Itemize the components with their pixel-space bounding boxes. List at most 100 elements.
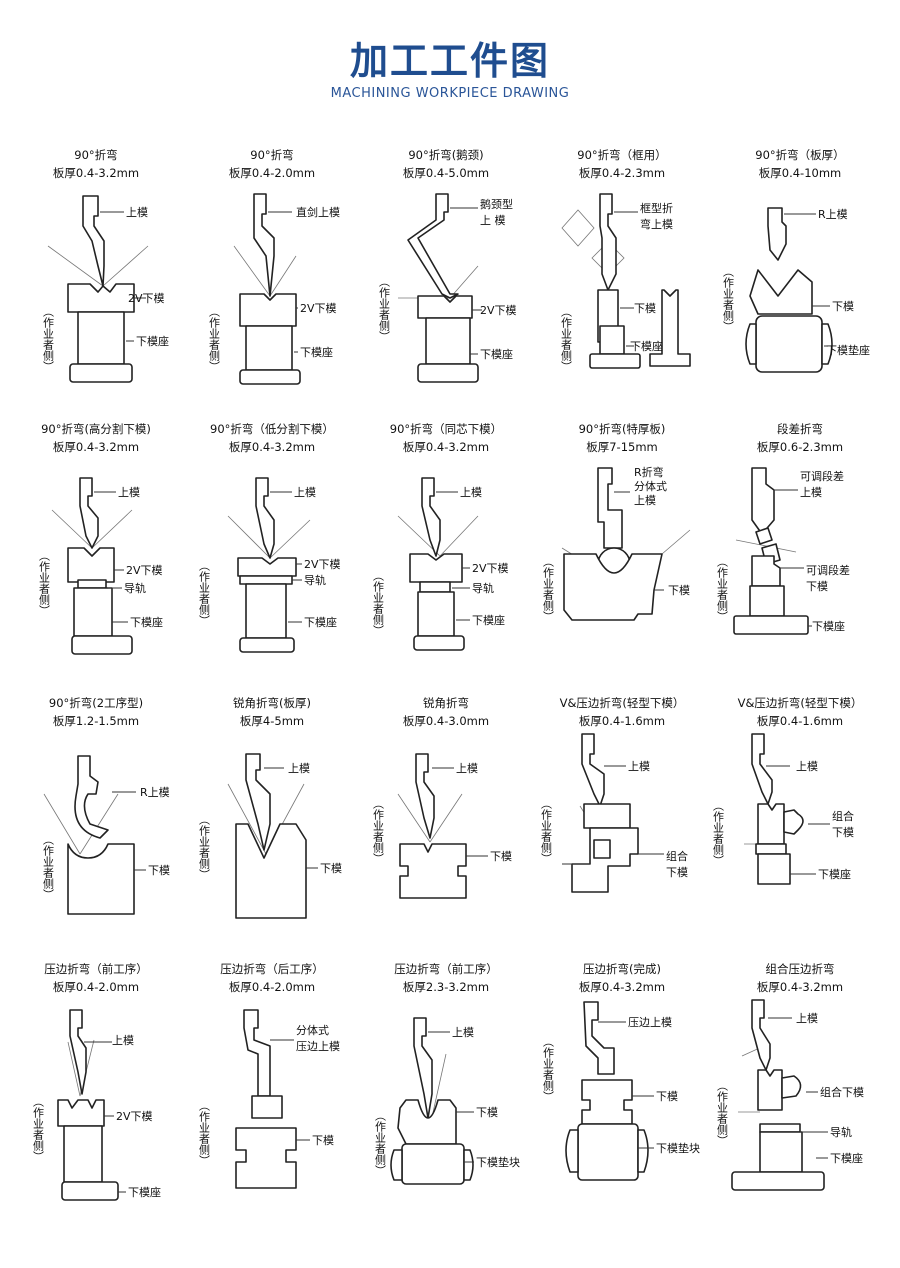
upper-die bbox=[751, 999, 771, 1071]
cell-title: 段差折弯 bbox=[777, 422, 823, 436]
upper-die bbox=[751, 467, 775, 535]
label: 上 模 bbox=[480, 214, 506, 227]
die-holder bbox=[245, 325, 293, 371]
label: R上模 bbox=[140, 786, 170, 799]
diagram-cell-19: 压边折弯(完成)板厚0.4-3.2mm 压边上模 下模 下模垫块 （作业者侧） bbox=[534, 960, 710, 1220]
die-diagram: 上模 组合下模 导轨 下模座 （作业者侧） bbox=[716, 999, 864, 1191]
upper-die bbox=[243, 1009, 271, 1097]
operator-side-label: （作业者侧） bbox=[560, 306, 573, 372]
die-diagram: 分体式 压边上模 下模 （作业者侧） bbox=[198, 1009, 340, 1189]
die-base bbox=[239, 369, 301, 385]
cell-thickness: 板厚0.4-3.2mm bbox=[228, 440, 316, 454]
diagram-cell-9: 90°折弯(特厚板)板厚7-15mm R折弯 分体式 上模 下模 （作业者侧） bbox=[534, 420, 710, 680]
cell-title: 90°折弯(鹅颈) bbox=[408, 148, 484, 162]
cell-title: 90°折弯（板厚） bbox=[755, 148, 845, 162]
label: 下模 bbox=[656, 1090, 678, 1103]
cell-title: 压边折弯（前工序） bbox=[394, 962, 498, 976]
cell-thickness: 板厚0.4-3.2mm bbox=[52, 166, 140, 180]
cell-thickness: 板厚4-5mm bbox=[239, 714, 305, 728]
diagram-cell-6: 90°折弯(高分割下模)板厚0.4-3.2mm 上模 2V下模 导轨 下模座 （… bbox=[8, 420, 184, 680]
cell-thickness: 板厚7-15mm bbox=[586, 440, 658, 454]
die-pad bbox=[577, 1123, 639, 1181]
label: 压边上模 bbox=[296, 1040, 340, 1053]
label: 2V下模 bbox=[304, 558, 341, 571]
label: 导轨 bbox=[472, 581, 494, 595]
diagram-cell-14: V&压边折弯(轻型下模）板厚0.4-1.6mm 上模 组合 下模 （作业者侧） bbox=[534, 694, 710, 954]
upper-die bbox=[407, 193, 459, 299]
die-diagram: 上模 2V下模 导轨 下模座 （作业者侧） bbox=[198, 477, 341, 653]
die-base bbox=[731, 1171, 825, 1191]
cell-thickness: 板厚0.6-2.3mm bbox=[756, 440, 844, 454]
upper-die bbox=[599, 193, 617, 291]
die-holder bbox=[599, 325, 625, 355]
cell-title: V&压边折弯(轻型下模） bbox=[737, 696, 863, 710]
operator-side-label: （作业者侧） bbox=[32, 1096, 45, 1162]
die-diagram: R上模 下模 下模垫座 （作业者侧） bbox=[722, 207, 870, 373]
operator-side-label: （作业者侧） bbox=[42, 834, 55, 900]
diagram-cell-16: 压边折弯（前工序）板厚0.4-2.0mm 上模 2V下模 下模座 （作业者侧） bbox=[8, 960, 184, 1220]
die-holder bbox=[63, 1125, 103, 1183]
lower-die bbox=[749, 269, 813, 315]
diagram-cell-17: 压边折弯（后工序）板厚0.4-2.0mm 分体式 压边上模 下模 （作业者侧） bbox=[184, 960, 360, 1220]
operator-side-label: （作业者侧） bbox=[38, 550, 51, 616]
die-diagram: 上模 2V下模 导轨 下模座 （作业者侧） bbox=[372, 477, 509, 651]
cell-title: 90°折弯（低分割下模） bbox=[210, 422, 334, 436]
lower-die bbox=[563, 553, 663, 621]
upper-die bbox=[767, 207, 787, 261]
label: 下模 bbox=[320, 862, 342, 875]
guide-rail bbox=[239, 575, 293, 585]
upper-die bbox=[69, 1009, 87, 1095]
lower-die bbox=[399, 843, 467, 899]
label: 2V下模 bbox=[480, 304, 517, 317]
label: 框型折 bbox=[640, 201, 673, 215]
cell-title: 锐角折弯(板厚) bbox=[233, 696, 311, 710]
cell-title: 锐角折弯 bbox=[423, 696, 469, 710]
label: 下模座 bbox=[304, 615, 337, 629]
operator-side-label: （作业者侧） bbox=[42, 306, 55, 372]
die-diagram: R上模 下模 （作业者侧） bbox=[42, 755, 170, 915]
die-holder bbox=[749, 585, 785, 617]
label: 下模 bbox=[832, 826, 854, 839]
label: 压边上模 bbox=[628, 1016, 672, 1029]
label: 下模座 bbox=[830, 1151, 863, 1165]
label: 上模 bbox=[796, 1012, 818, 1025]
lower-die-block bbox=[583, 803, 631, 829]
operator-side-label: （作业者侧） bbox=[378, 276, 391, 342]
label: 2V下模 bbox=[128, 292, 165, 305]
die-diagram: 上模 2V下模 下模座 （作业者侧） bbox=[42, 195, 169, 383]
die-base bbox=[239, 637, 295, 653]
die-holder bbox=[245, 583, 287, 639]
label: 下模座 bbox=[136, 334, 169, 348]
label: 下模座 bbox=[128, 1185, 161, 1199]
cell-thickness: 板厚0.4-2.0mm bbox=[228, 166, 316, 180]
cell-thickness: 板厚2.3-3.2mm bbox=[402, 980, 490, 994]
die-base bbox=[417, 363, 479, 383]
label: 下模座 bbox=[300, 345, 333, 359]
label: 上模 bbox=[126, 206, 148, 219]
upper-die bbox=[74, 755, 109, 839]
page-subtitle: MACHINING WORKPIECE DRAWING bbox=[330, 86, 570, 101]
cell-thickness: 板厚0.4-3.2mm bbox=[756, 980, 844, 994]
operator-side-label: （作业者侧） bbox=[542, 556, 555, 622]
label: 上模 bbox=[628, 760, 650, 773]
label: 下模垫块 bbox=[476, 1155, 520, 1169]
upper-die bbox=[245, 753, 271, 851]
upper-die bbox=[597, 467, 623, 549]
die-diagram: 直剑上模 2V下模 下模座 （作业者侧） bbox=[208, 193, 340, 385]
combo-lower-die bbox=[757, 1069, 783, 1111]
label: 导轨 bbox=[830, 1125, 852, 1139]
diagram-cell-1: 90°折弯板厚0.4-3.2mm 上模 2V下模 下模座 （作业者侧） bbox=[8, 146, 184, 406]
label: 分体式 bbox=[296, 1023, 329, 1037]
operator-side-label: （作业者侧） bbox=[716, 1080, 729, 1146]
cell-thickness: 板厚0.4-3.0mm bbox=[402, 714, 490, 728]
operator-side-label: （作业者侧） bbox=[198, 814, 211, 880]
upper-die bbox=[751, 733, 773, 805]
operator-side-label: （作业者侧） bbox=[372, 570, 385, 636]
label: 下模座 bbox=[818, 867, 851, 881]
label: 组合 bbox=[832, 809, 854, 823]
upper-die bbox=[82, 195, 105, 287]
label: 下模 bbox=[666, 866, 688, 879]
cell-thickness: 板厚0.4-10mm bbox=[758, 166, 842, 180]
label: 导轨 bbox=[124, 581, 146, 595]
cell-title: V&压边折弯(轻型下模） bbox=[559, 696, 685, 710]
